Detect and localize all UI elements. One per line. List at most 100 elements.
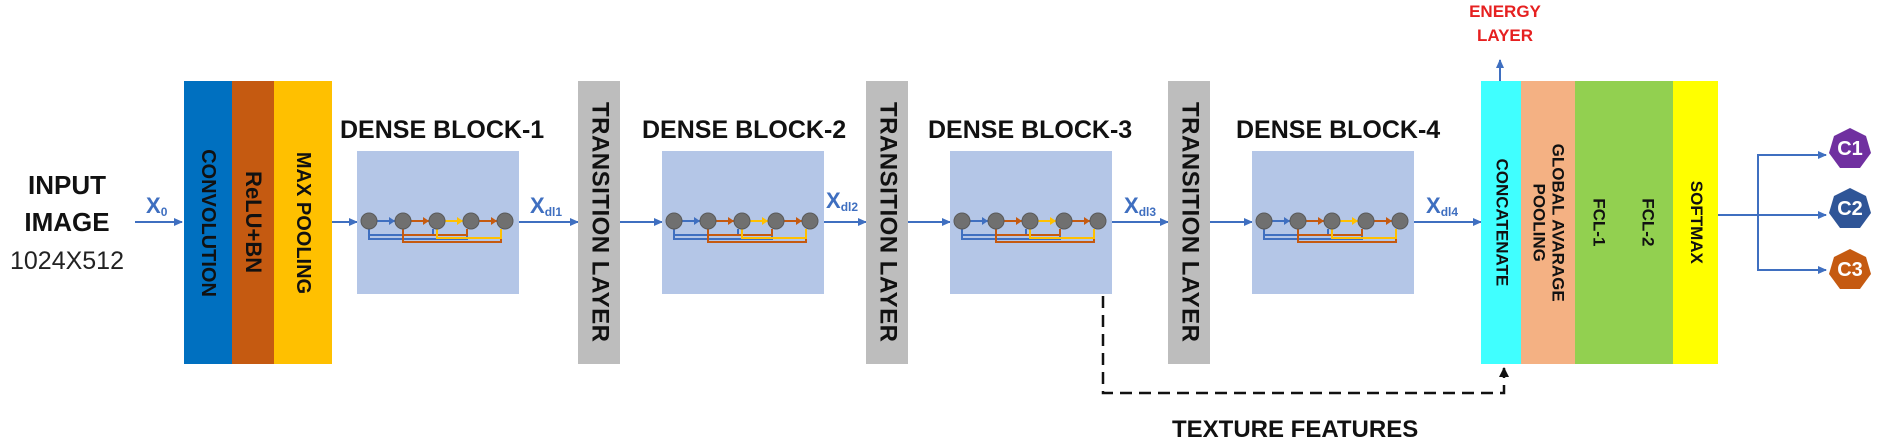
arrowhead-icon xyxy=(1318,217,1324,225)
transition-layer-1: TRANSITION LAYER xyxy=(578,81,620,364)
arrowhead-icon xyxy=(1284,217,1290,225)
dense-connection-diagram xyxy=(1255,212,1409,243)
signal-xdl3: Xdl3 xyxy=(1124,193,1157,219)
input-image-title-line1: INPUT xyxy=(28,170,106,200)
dense-node xyxy=(767,212,785,230)
dense-block-3 xyxy=(950,151,1112,294)
class-c2-node: C2 xyxy=(1828,187,1872,231)
input-image-size: 1024X512 xyxy=(9,247,124,275)
dense-node xyxy=(1089,212,1107,230)
arrowhead-icon xyxy=(694,217,700,225)
class-c3-label: C3 xyxy=(1837,258,1863,281)
texture-features-label: TEXTURE FEATURES xyxy=(1172,416,1419,443)
dense-block-3-title: DENSE BLOCK-3 xyxy=(928,116,1133,144)
softmax-label: SOFTMAX xyxy=(1686,180,1706,265)
dense-block-1-title: DENSE BLOCK-1 xyxy=(340,116,545,144)
global-average-pooling-layer: GLOBAL AVARAGE POOLING xyxy=(1521,81,1575,364)
dense-node xyxy=(1255,212,1273,230)
arrowhead-icon xyxy=(762,217,768,225)
arrowhead-icon xyxy=(423,217,429,225)
dense-block-4-title: DENSE BLOCK-4 xyxy=(1236,116,1441,144)
energy-layer-line2: LAYER xyxy=(1476,26,1534,45)
transition-layer-3-label: TRANSITION LAYER xyxy=(1176,102,1204,343)
class-c1-label: C1 xyxy=(1837,137,1863,160)
relu-bn-label: ReLU+BN xyxy=(241,171,267,274)
arrowhead-icon xyxy=(1386,217,1392,225)
dense-node xyxy=(1055,212,1073,230)
fcl-1-label: FCL-1 xyxy=(1589,198,1609,247)
concatenate-layer: CONCATENATE xyxy=(1481,81,1521,364)
energy-layer-line1: ENERGY xyxy=(1469,2,1541,21)
dense-node xyxy=(496,212,514,230)
dense-block-4 xyxy=(1252,151,1414,294)
dense-connection-diagram xyxy=(360,212,514,243)
arrowhead-icon xyxy=(389,217,395,225)
transition-layer-2: TRANSITION LAYER xyxy=(866,81,908,364)
dense-node xyxy=(1323,212,1341,230)
arrowhead-icon xyxy=(1016,217,1022,225)
skip-connection xyxy=(1263,221,1363,240)
heptagon-icon xyxy=(1829,249,1871,289)
skip-connection xyxy=(961,221,1061,240)
signal-x0: X0 xyxy=(146,193,168,219)
input-image-title-line2: IMAGE xyxy=(24,207,110,237)
dense-node xyxy=(1021,212,1039,230)
heptagon-icon xyxy=(1829,128,1871,168)
transition-layer-1-label: TRANSITION LAYER xyxy=(586,102,614,343)
softmax-layer: SOFTMAX xyxy=(1673,81,1718,364)
max-pooling-layer: MAX POOLING xyxy=(274,81,332,364)
fcl-2-label: FCL-2 xyxy=(1638,198,1658,247)
skip-connection xyxy=(673,221,773,240)
global-pooling-label: GLOBAL AVARAGE POOLING xyxy=(1529,143,1568,302)
arrowhead-icon xyxy=(728,217,734,225)
convolution-label: CONVOLUTION xyxy=(197,148,219,297)
dense-node xyxy=(1391,212,1409,230)
dense-node xyxy=(1357,212,1375,230)
heptagon-icon xyxy=(1829,188,1871,228)
dense-node xyxy=(733,212,751,230)
global-pooling-label-line1: GLOBAL AVARAGE xyxy=(1548,143,1568,302)
signal-xdl1: Xdl1 xyxy=(530,193,563,219)
dense-node xyxy=(665,212,683,230)
dense-node xyxy=(394,212,412,230)
dense-connection-diagram xyxy=(953,212,1107,243)
arrowhead-icon xyxy=(1352,217,1358,225)
dense-block-2-title: DENSE BLOCK-2 xyxy=(642,116,847,144)
dense-node xyxy=(801,212,819,230)
arrowhead-icon xyxy=(1050,217,1056,225)
class-c3-shape xyxy=(1829,249,1871,289)
arrowhead-icon xyxy=(491,217,497,225)
convolution-layer: CONVOLUTION xyxy=(184,81,232,364)
dense-block-1 xyxy=(357,151,519,294)
dense-block-2 xyxy=(662,151,824,294)
dense-node xyxy=(360,212,378,230)
signal-xdl4: Xdl4 xyxy=(1426,193,1459,219)
arrowhead-icon xyxy=(1084,217,1090,225)
dense-node xyxy=(699,212,717,230)
transition-layer-2-label: TRANSITION LAYER xyxy=(874,102,902,343)
arrowhead-icon xyxy=(457,217,463,225)
concatenate-label: CONCATENATE xyxy=(1492,158,1512,287)
dense-node xyxy=(1289,212,1307,230)
signal-xdl2: Xdl2 xyxy=(826,188,859,214)
fcl-2-layer: FCL-2 xyxy=(1621,81,1673,364)
class-c2-shape xyxy=(1829,188,1871,228)
global-pooling-label-line2: POOLING xyxy=(1530,183,1550,262)
dense-node xyxy=(428,212,446,230)
dense-node xyxy=(462,212,480,230)
skip-connection xyxy=(368,221,468,240)
class-c1-node: C1 xyxy=(1828,127,1872,171)
arrowhead-icon xyxy=(982,217,988,225)
fcl-1-layer: FCL-1 xyxy=(1575,81,1621,364)
dense-connection-diagram xyxy=(665,212,819,243)
class-c1-shape xyxy=(1829,128,1871,168)
max-pooling-label: MAX POOLING xyxy=(292,151,315,294)
dense-node xyxy=(953,212,971,230)
class-c2-label: C2 xyxy=(1837,197,1863,220)
transition-layer-3: TRANSITION LAYER xyxy=(1168,81,1210,364)
arrowhead-icon xyxy=(796,217,802,225)
dense-node xyxy=(987,212,1005,230)
relu-bn-layer: ReLU+BN xyxy=(232,81,274,364)
class-c3-node: C3 xyxy=(1828,248,1872,292)
